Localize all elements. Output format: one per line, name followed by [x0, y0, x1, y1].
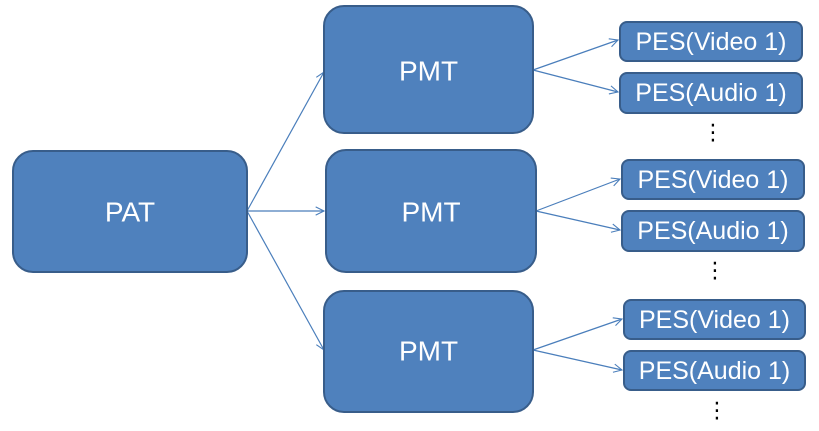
pes-audio-node: PES(Audio 1) [621, 210, 805, 252]
pmt-to-pes-arrows [532, 40, 622, 370]
pmt-label: PMT [401, 197, 460, 228]
pat-to-pmt-arrows [246, 72, 324, 350]
more-streams-ellipsis: ⋮ [706, 398, 728, 423]
pat-node: PAT [12, 150, 248, 273]
arrow-pmt-3-to-audio [532, 349, 622, 370]
pmt-label: PMT [399, 56, 458, 87]
arrow-pmt-1-to-video [532, 40, 618, 71]
pes-audio-node: PES(Audio 1) [619, 72, 803, 114]
arrow-pat-to-pmt-3 [246, 210, 324, 350]
arrow-pmt-3-to-video [532, 319, 622, 351]
pmt-node-1: PMT [323, 5, 534, 134]
arrow-pmt-1-to-audio [532, 69, 618, 92]
arrow-pmt-2-to-video [535, 179, 620, 212]
pes-video-node: PES(Video 1) [623, 299, 806, 340]
pes-video-label: PES(Video 1) [635, 28, 786, 56]
arrow-pmt-2-to-audio [535, 210, 620, 230]
more-streams-ellipsis: ⋮ [702, 120, 724, 145]
pmt-node-2: PMT [325, 149, 537, 273]
pes-video-node: PES(Video 1) [619, 21, 803, 62]
pes-audio-label: PES(Audio 1) [635, 79, 786, 107]
pmt-node-3: PMT [323, 290, 534, 413]
pes-audio-label: PES(Audio 1) [637, 217, 788, 245]
pes-audio-node: PES(Audio 1) [623, 350, 806, 391]
arrow-pat-to-pmt-1 [246, 72, 324, 212]
more-streams-ellipsis: ⋮ [704, 258, 726, 283]
pmt-label: PMT [399, 336, 458, 367]
pes-video-label: PES(Video 1) [639, 306, 790, 334]
pat-label: PAT [105, 197, 155, 228]
pes-video-label: PES(Video 1) [637, 166, 788, 194]
pes-audio-label: PES(Audio 1) [639, 357, 790, 385]
pes-video-node: PES(Video 1) [621, 159, 805, 200]
